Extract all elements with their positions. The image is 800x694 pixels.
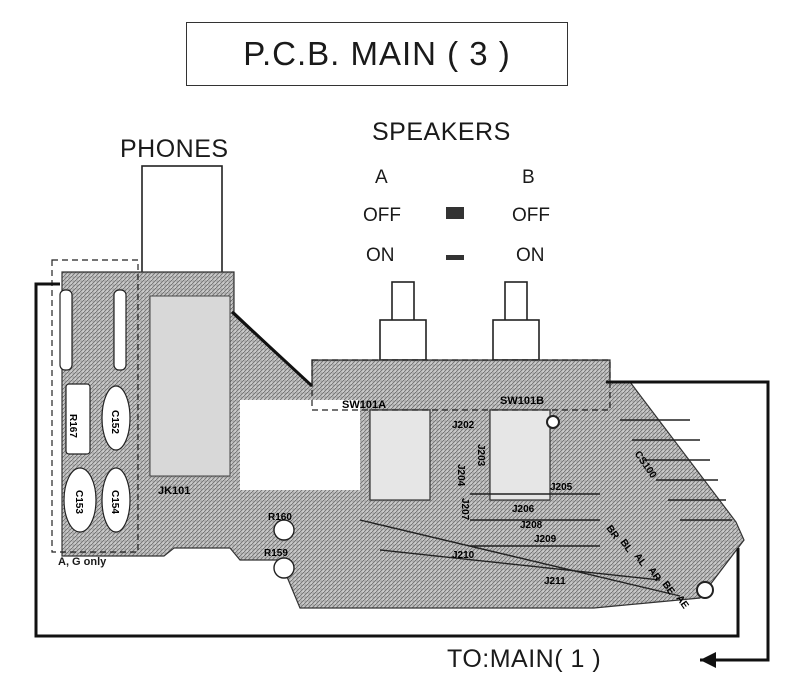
j211-label: J211 <box>544 576 566 587</box>
j202-label: J202 <box>452 420 475 431</box>
on-label-a: ON <box>366 245 395 266</box>
speakers-label: SPEAKERS <box>372 118 511 146</box>
r160-body <box>273 519 295 541</box>
j206-label: J206 <box>512 504 535 515</box>
jumper-j211 <box>379 549 661 581</box>
c153-label: C153 <box>73 490 84 514</box>
j204-label: J204 <box>455 464 466 487</box>
switch-knob-b <box>504 281 528 323</box>
connector-terminal <box>696 581 714 599</box>
arrow-head <box>700 652 716 668</box>
jumper-left <box>59 289 73 371</box>
r159-label: R159 <box>264 548 288 559</box>
jk101-label: JK101 <box>158 485 190 497</box>
jumper-right <box>113 289 127 371</box>
diagram-title: P.C.B. MAIN ( 3 ) <box>186 22 568 86</box>
j209-label: J209 <box>534 534 557 545</box>
board-cutout-1 <box>240 400 360 490</box>
on-symbol <box>446 255 464 260</box>
j205-label: J205 <box>550 482 573 493</box>
harness-diagonal <box>230 310 314 388</box>
j210-label: J210 <box>452 550 475 561</box>
speaker-b-label: B <box>522 167 535 188</box>
c153-body <box>63 467 97 533</box>
switch-a-footprint <box>369 409 431 501</box>
phones-jack-housing <box>141 165 223 275</box>
c152-label: C152 <box>109 410 120 434</box>
phones-label: PHONES <box>120 135 229 163</box>
j203-label: J203 <box>475 444 486 467</box>
off-label-a: OFF <box>363 205 401 226</box>
j207-label: J207 <box>459 498 470 521</box>
sw101b-label: SW101B <box>500 395 544 407</box>
r159-body <box>273 557 295 579</box>
r167-body <box>65 383 91 455</box>
harness-left <box>34 282 740 638</box>
jack-footprint <box>149 295 231 477</box>
option-area-box <box>51 259 139 553</box>
to-main-label: TO:MAIN( 1 ) <box>447 645 602 673</box>
jumper-j210 <box>359 519 681 597</box>
r167-label: R167 <box>67 414 78 438</box>
c152-body <box>101 385 131 451</box>
off-symbol <box>446 207 464 219</box>
title-text: P.C.B. MAIN ( 3 ) <box>243 35 511 72</box>
switch-body-b <box>492 319 540 361</box>
c154-body <box>101 467 131 533</box>
speaker-a-label: A <box>375 167 388 188</box>
r160-label: R160 <box>268 512 292 523</box>
switch-knob-a <box>391 281 415 323</box>
harness-right <box>606 380 770 662</box>
off-label-b: OFF <box>512 205 550 226</box>
j208-label: J208 <box>520 520 543 531</box>
sw101a-label: SW101A <box>342 399 386 411</box>
mount-hole <box>546 415 560 429</box>
switch-b-footprint <box>489 409 551 501</box>
c154-label: C154 <box>109 490 120 514</box>
switch-body-a <box>379 319 427 361</box>
on-label-b: ON <box>516 245 545 266</box>
a-g-only-label: A, G only <box>58 556 107 568</box>
